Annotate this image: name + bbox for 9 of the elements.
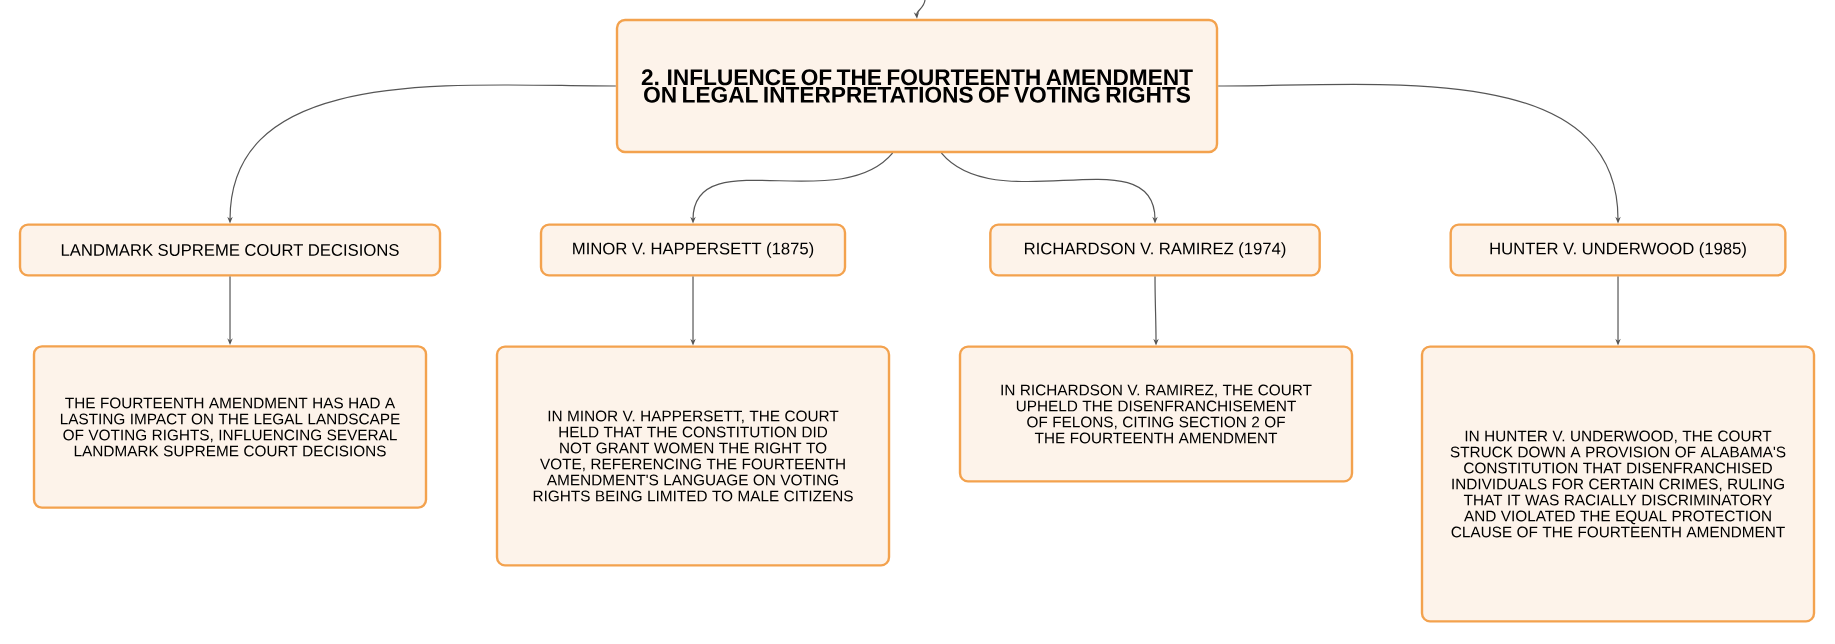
description-box: IN MINOR V. HAPPERSETT, THE COURT HELD THAT THE CONSTITUTION DID NOT GRANT WOMEN THE RIGHT TO VOTE, REFERENCING THE FOURTEENTH AMENDMENT'S LANGUAGE ON VOTING RIGHTS BEING LIMITED TO MALE CITIZENS — [495, 345, 891, 567]
topic-box: RICHARDSON V. RAMIREZ (1974) — [989, 223, 1321, 277]
central-topic-box: 2. INFLUENCE OF THE FOURTEENTH AMENDMENT ON LEGAL INTERPRETATIONS OF VOTING RIGHTS — [615, 18, 1219, 154]
description-box: THE FOURTEENTH AMENDMENT HAS HAD A LASTING IMPACT ON THE LEGAL LANDSCAPE OF VOTING RIGHTS, INFLUENCING SEVERAL LANDMARK SUPREME COURT DECISIONS — [32, 345, 428, 509]
description-box: IN RICHARDSON V. RAMIREZ, THE COURT UPHELD THE DISENFRANCHISEMENT OF FELONS, CITING SECTION 2 OF THE FOURTEENTH AMENDMENT — [958, 345, 1354, 483]
topic-box: HUNTER V. UNDERWOOD (1985) — [1449, 223, 1787, 277]
topic-box: MINOR V. HAPPERSETT (1875) — [539, 223, 847, 277]
topic-box: LANDMARK SUPREME COURT DECISIONS — [18, 223, 442, 277]
description-box: IN HUNTER V. UNDERWOOD, THE COURT STRUCK DOWN A PROVISION OF ALABAMA'S CONSTITUTION THAT DISENFRANCHISED INDIVIDUALS FOR CERTAIN CRIMES, RULING THAT IT WAS RACIALLY DISCRIMINATORY AND VIOLATED THE EQUAL PROTECTION CLAUSE OF THE FOURTEENTH AMENDMENT — [1420, 345, 1816, 623]
